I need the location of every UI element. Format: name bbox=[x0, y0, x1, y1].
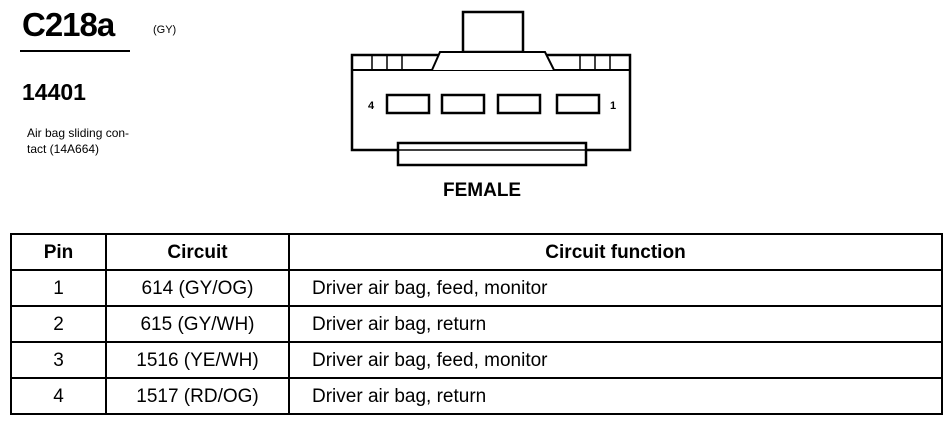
connector-bottom-latch bbox=[396, 141, 588, 167]
circuit-function: Driver air bag, feed, monitor bbox=[288, 269, 943, 307]
header-circuit: Circuit bbox=[105, 233, 290, 271]
pin-label-left: 4 bbox=[368, 100, 375, 112]
table-row: 3 1516 (YE/WH) Driver air bag, feed, mon… bbox=[10, 341, 943, 379]
connector-lock-tab bbox=[461, 10, 525, 54]
circuit-id: 1516 (YE/WH) bbox=[105, 341, 290, 379]
table-row: 4 1517 (RD/OG) Driver air bag, return bbox=[10, 377, 943, 415]
connector-id: C218a bbox=[22, 6, 115, 43]
pin-number: 1 bbox=[10, 269, 107, 307]
pin-number: 3 bbox=[10, 341, 107, 379]
circuit-id: 615 (GY/WH) bbox=[105, 305, 290, 343]
connector-gender-label: FEMALE bbox=[443, 180, 522, 201]
pin-number: 2 bbox=[10, 305, 107, 343]
table-row: 2 615 (GY/WH) Driver air bag, return bbox=[10, 305, 943, 343]
pin-number: 4 bbox=[10, 377, 107, 415]
circuit-function: Driver air bag, return bbox=[288, 305, 943, 343]
terminal-cavity bbox=[385, 93, 431, 115]
connector-face-drawing: 4 1 bbox=[350, 10, 632, 167]
header-circuit-function: Circuit function bbox=[288, 233, 943, 271]
pin-circuit-table: Pin Circuit Circuit function 1 614 (GY/O… bbox=[10, 233, 943, 415]
circuit-id: 1517 (RD/OG) bbox=[105, 377, 290, 415]
connector-color-code: (GY) bbox=[153, 24, 177, 36]
pin-label-right: 1 bbox=[610, 100, 616, 112]
table-header-row: Pin Circuit Circuit function bbox=[10, 233, 943, 271]
circuit-id: 614 (GY/OG) bbox=[105, 269, 290, 307]
table-row: 1 614 (GY/OG) Driver air bag, feed, moni… bbox=[10, 269, 943, 307]
terminal-cavity bbox=[555, 93, 601, 115]
terminal-cavity bbox=[496, 93, 542, 115]
terminal-cavity bbox=[440, 93, 486, 115]
connector-id-underline bbox=[20, 50, 130, 52]
circuit-function: Driver air bag, feed, monitor bbox=[288, 341, 943, 379]
part-number: 14401 bbox=[22, 79, 86, 105]
header-pin: Pin bbox=[10, 233, 107, 271]
connector-lock-hood bbox=[431, 51, 555, 71]
connector-description: Air bag sliding con- tact (14A664) bbox=[27, 126, 130, 156]
circuit-function: Driver air bag, return bbox=[288, 377, 943, 415]
